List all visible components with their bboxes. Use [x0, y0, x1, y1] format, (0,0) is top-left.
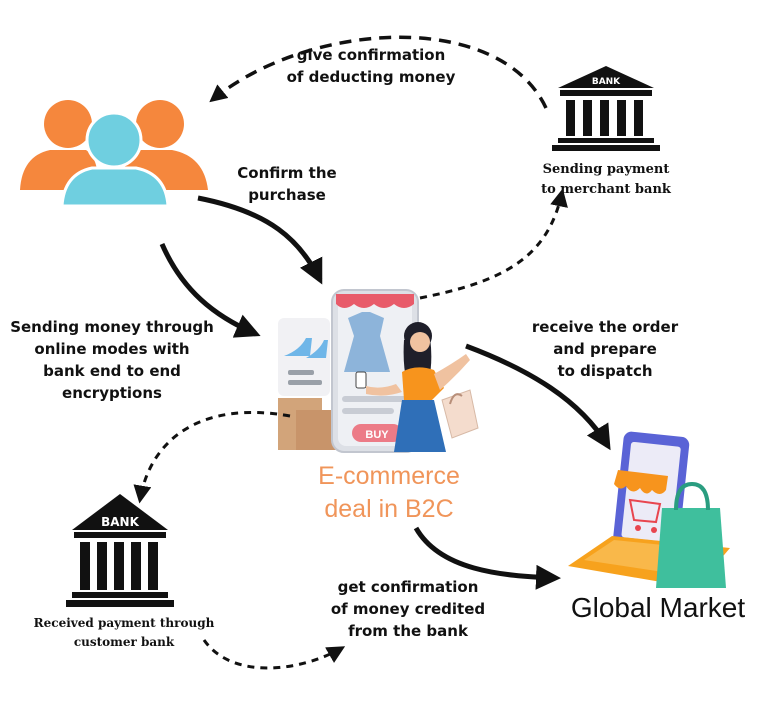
arrow-confirm-purchase: [197, 195, 323, 285]
label-line: purchase: [248, 186, 326, 204]
label-get-confirmation: get confirmation of money credited from …: [318, 576, 498, 642]
arrow-get-confirmation: [202, 639, 346, 670]
center-title: E-commerce deal in B2C: [292, 460, 486, 526]
label-line: Confirm the: [237, 164, 337, 182]
label-line: give confirmation: [296, 46, 446, 64]
label-line: deal in B2C: [324, 495, 454, 523]
label-line: E-commerce: [318, 462, 460, 490]
label-give-confirmation: give confirmation of deducting money: [266, 44, 476, 88]
label-line: to dispatch: [557, 362, 653, 380]
label-confirm-purchase: Confirm the purchase: [222, 162, 352, 206]
label-sending-money: Sending money through online modes with …: [2, 316, 222, 404]
label-line: to merchant bank: [541, 182, 671, 197]
arrow-to-global-market: [413, 526, 561, 590]
people-group-icon: [20, 100, 208, 208]
customer-bank-icon: [66, 494, 174, 607]
label-merchant-bank: Sending payment to merchant bank: [518, 160, 694, 200]
buy-button[interactable]: BUY: [365, 429, 389, 441]
label-line: Sending money through: [10, 318, 214, 336]
label-line: from the bank: [348, 622, 468, 640]
label-line: of deducting money: [286, 68, 456, 86]
label-line: bank end to end: [43, 362, 181, 380]
arrow-to-merchant-bank: [419, 188, 568, 300]
label-receive-order: receive the order and prepare to dispatc…: [512, 316, 698, 382]
label-line: encryptions: [62, 384, 162, 402]
label-line: customer bank: [73, 635, 175, 649]
label-line: Sending payment: [542, 162, 670, 177]
arrow-sending-money: [159, 243, 261, 338]
global-market-title: Global Market: [570, 592, 746, 623]
global-market-illustration: [568, 431, 730, 588]
label-customer-bank: Received payment through customer bank: [24, 614, 224, 652]
merchant-bank-icon: [552, 66, 660, 151]
label-line: receive the order: [531, 318, 679, 336]
arrow-to-customer-bank: [133, 411, 291, 504]
merchant-bank-sign: BANK: [592, 77, 621, 87]
shopping-illustration: [278, 289, 479, 453]
customer-bank-sign: BANK: [101, 515, 139, 529]
arrow-give-confirmation: [209, 35, 548, 109]
label-line: of money credited: [330, 600, 486, 618]
label-line: get confirmation: [337, 578, 479, 596]
label-line: online modes with: [34, 340, 190, 358]
arrow-receive-order: [465, 343, 611, 451]
label-line: and prepare: [553, 340, 657, 358]
label-line: Received payment through: [33, 616, 215, 630]
